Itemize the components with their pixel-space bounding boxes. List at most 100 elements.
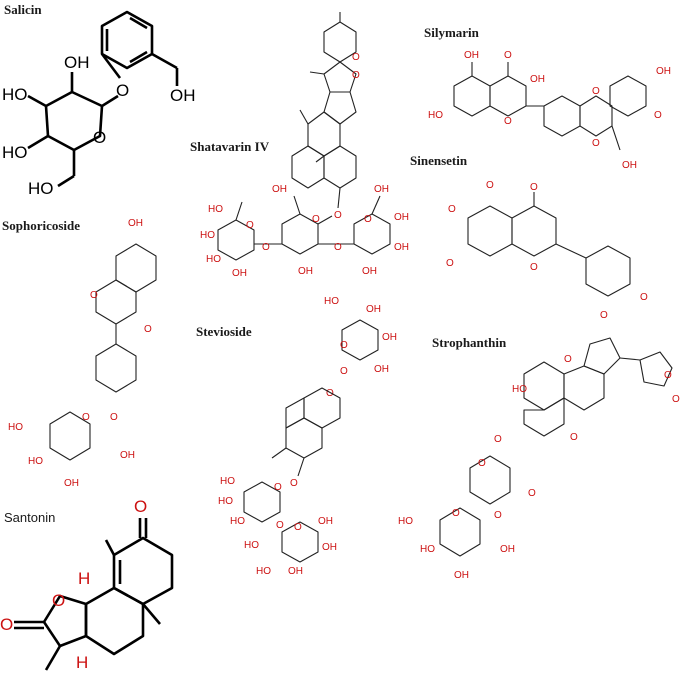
svg-text:HO: HO: [206, 254, 221, 265]
svg-text:O: O: [478, 458, 486, 469]
svg-text:HO: HO: [428, 110, 443, 121]
svg-text:OH: OH: [500, 544, 515, 555]
strophanthin-sugar-2: [439, 507, 481, 557]
sophoricoside-glucose: [49, 411, 91, 461]
svg-text:O: O: [446, 258, 454, 269]
salicin-structure: Salicin OH O O OH HO HO HO: [0, 0, 292, 198]
sophoricoside-title: Sophoricoside: [2, 218, 80, 233]
svg-text:O: O: [262, 242, 270, 253]
sophoricoside-ring-b: [95, 343, 137, 393]
svg-text:OH: OH: [530, 74, 545, 85]
strophanthin-sugar-1: [469, 455, 511, 505]
svg-text:OH: OH: [454, 570, 469, 581]
stevioside-ring-c: [285, 397, 305, 429]
svg-text:OH: OH: [318, 516, 333, 527]
sinensetin-title: Sinensetin: [410, 153, 468, 168]
silymarin-ring-e: [609, 75, 647, 117]
svg-text:HO: HO: [8, 422, 23, 433]
stevioside-ester-sugar: [341, 319, 379, 361]
silymarin-structure: Silymarin O OH HO OH O O O OH O OH: [424, 25, 671, 171]
sophoricoside-ring-c: [95, 279, 137, 325]
silymarin-title: Silymarin: [424, 25, 480, 40]
svg-text:HO: HO: [256, 566, 271, 577]
silymarin-dioxane: [579, 95, 613, 137]
strophanthin-lactone: [639, 351, 673, 387]
svg-text:O: O: [334, 210, 342, 221]
svg-text:OH: OH: [374, 184, 389, 195]
svg-text:O: O: [274, 482, 282, 493]
silymarin-ring-a: [453, 75, 491, 117]
svg-text:O: O: [672, 394, 680, 405]
svg-text:HO: HO: [420, 544, 435, 555]
shatavarin-title: Shatavarin IV: [190, 139, 270, 154]
svg-text:O: O: [276, 520, 284, 531]
svg-text:OH: OH: [394, 242, 409, 253]
strophanthin-a-ring: [523, 397, 565, 437]
svg-text:OH: OH: [362, 266, 377, 277]
svg-text:O: O: [340, 340, 348, 351]
silymarin-ring-b: [543, 95, 581, 137]
svg-text:OH: OH: [374, 364, 389, 375]
svg-text:O: O: [246, 220, 254, 231]
salicin-background: [0, 0, 292, 198]
shatavarin-b-ring: [323, 145, 357, 189]
svg-text:O: O: [144, 324, 152, 335]
svg-text:O: O: [90, 290, 98, 301]
santonin-cyclohexane: [84, 586, 145, 656]
svg-text:O: O: [600, 310, 608, 321]
strophanthin-b-ring: [523, 361, 565, 411]
svg-text:OH: OH: [382, 332, 397, 343]
svg-text:O: O: [494, 510, 502, 521]
stevioside-title: Stevioside: [196, 324, 252, 339]
svg-text:HO: HO: [218, 496, 233, 507]
sinensetin-ring-c: [511, 205, 557, 257]
strophanthin-c-ring: [563, 365, 605, 411]
svg-text:OH: OH: [232, 268, 247, 279]
svg-text:OH: OH: [120, 450, 135, 461]
svg-text:O: O: [452, 508, 460, 519]
stevioside-sugar-1: [243, 481, 281, 523]
santonin-h-top: H: [78, 569, 90, 588]
sinensetin-ring-a: [467, 205, 513, 257]
strophanthin-structure: Strophanthin O HO O O O O O O O O HO HO …: [398, 335, 680, 581]
svg-text:OH: OH: [298, 266, 313, 277]
svg-text:O: O: [352, 52, 360, 63]
svg-text:O: O: [530, 262, 538, 273]
salicin-ether-o: O: [116, 81, 129, 100]
svg-text:HO: HO: [220, 476, 235, 487]
strophanthin-title: Strophanthin: [432, 335, 507, 350]
svg-text:HO: HO: [512, 384, 527, 395]
sophoricoside-structure: Sophoricoside OH O O O O HO HO OH OH: [2, 218, 157, 489]
svg-text:HO: HO: [398, 516, 413, 527]
svg-text:O: O: [504, 116, 512, 127]
salicin-ho-lower: HO: [2, 143, 28, 162]
svg-text:OH: OH: [64, 478, 79, 489]
svg-text:HO: HO: [324, 296, 339, 307]
stevioside-structure: Stevioside HO O OH OH OH O O O O HO HO H…: [196, 296, 397, 577]
santonin-structure: Santonin O O H H O: [0, 497, 174, 672]
svg-text:HO: HO: [208, 204, 223, 215]
sophoricoside-ring-a: [115, 243, 157, 293]
salicin-title: Salicin: [4, 2, 42, 17]
santonin-carbonyl-o: O: [0, 615, 13, 634]
sinensetin-ring-b: [585, 245, 631, 297]
svg-text:O: O: [494, 434, 502, 445]
svg-text:OH: OH: [622, 160, 637, 171]
svg-text:O: O: [326, 388, 334, 399]
salicin-ring-o: O: [93, 128, 106, 147]
svg-text:O: O: [592, 86, 600, 97]
svg-text:O: O: [640, 292, 648, 303]
shatavarin-structure: Shatavarin IV O O O O OH O O HO HO HO OH: [190, 12, 409, 279]
shatavarin-sugar-3: [353, 213, 391, 255]
svg-text:O: O: [340, 366, 348, 377]
svg-text:O: O: [528, 488, 536, 499]
svg-text:O: O: [290, 478, 298, 489]
silymarin-ring-c: [489, 75, 527, 117]
santonin-ketone-o: O: [134, 497, 147, 516]
svg-text:O: O: [312, 214, 320, 225]
svg-text:OH: OH: [394, 212, 409, 223]
salicin-oh-top: OH: [64, 53, 90, 72]
svg-text:HO: HO: [230, 516, 245, 527]
svg-text:O: O: [504, 50, 512, 61]
svg-text:O: O: [82, 412, 90, 423]
